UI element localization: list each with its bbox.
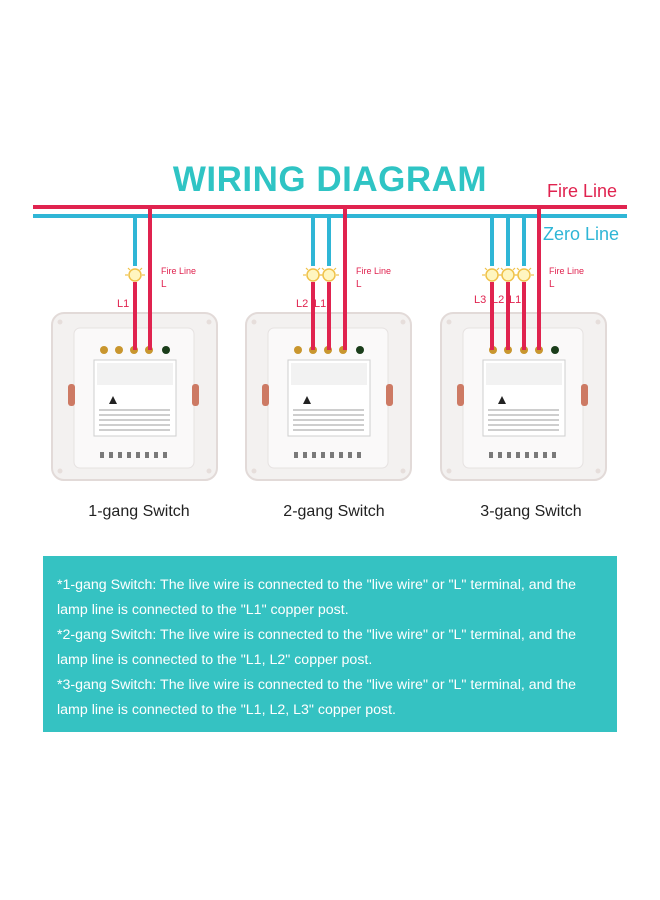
- lamp-ray: [496, 267, 500, 271]
- fire-line-tag: Fire Line: [356, 266, 391, 276]
- vent-slot: [534, 452, 538, 458]
- vent-slot: [357, 452, 361, 458]
- lamp-label: L1: [117, 298, 129, 310]
- vent-slot: [543, 452, 547, 458]
- lamp-ray: [127, 267, 131, 271]
- indicator-led: [551, 346, 559, 354]
- vent-slot: [303, 452, 307, 458]
- zero-line-label: Zero Line: [543, 224, 620, 244]
- indicator-led: [356, 346, 364, 354]
- mounting-slot: [262, 384, 269, 406]
- vent-slot: [498, 452, 502, 458]
- warning-icon: [498, 396, 506, 404]
- corner-screw: [57, 319, 63, 325]
- sticker-header: [291, 363, 367, 385]
- fire-line-label: Fire Line: [547, 181, 618, 201]
- corner-screw: [446, 319, 452, 325]
- diagram-title: WIRING DIAGRAM: [172, 160, 488, 199]
- vent-slot: [136, 452, 140, 458]
- vent-slot: [552, 452, 556, 458]
- lamp-icon: [322, 268, 336, 282]
- lamp-icon: [517, 268, 531, 282]
- lamp-icon: [306, 268, 320, 282]
- mounting-slot: [457, 384, 464, 406]
- lamp-ray: [321, 267, 325, 271]
- lamp-icon: [501, 268, 515, 282]
- caption-2-gang: 2-gang Switch: [283, 503, 385, 520]
- vent-slot: [100, 452, 104, 458]
- caption-3-gang: 3-gang Switch: [480, 503, 582, 520]
- terminal-post: [294, 346, 302, 354]
- terminal-post: [100, 346, 108, 354]
- corner-screw: [595, 468, 601, 474]
- corner-screw: [446, 468, 452, 474]
- terminal-post: [115, 346, 123, 354]
- vent-slot: [163, 452, 167, 458]
- lamp-ray: [305, 267, 309, 271]
- corner-screw: [595, 319, 601, 325]
- lamp-icon: [128, 268, 142, 282]
- fire-line-abbr: L: [161, 279, 167, 290]
- sticker-header: [97, 363, 173, 385]
- vent-slot: [145, 452, 149, 458]
- vent-slot: [127, 452, 131, 458]
- corner-screw: [57, 468, 63, 474]
- corner-screw: [400, 468, 406, 474]
- corner-screw: [206, 468, 212, 474]
- vent-slot: [525, 452, 529, 458]
- fire-line-tag: Fire Line: [161, 266, 196, 276]
- lamp-ray: [317, 267, 321, 271]
- vent-slot: [312, 452, 316, 458]
- fire-line-abbr: L: [356, 279, 362, 290]
- lamp-ray: [500, 267, 504, 271]
- vent-slot: [507, 452, 511, 458]
- corner-screw: [206, 319, 212, 325]
- vent-slot: [154, 452, 158, 458]
- lamp-ray: [139, 267, 143, 271]
- fire-line-abbr: L: [549, 279, 555, 290]
- vent-slot: [339, 452, 343, 458]
- corner-screw: [400, 319, 406, 325]
- vent-slot: [330, 452, 334, 458]
- lamp-ray: [512, 267, 516, 271]
- caption-1-gang: 1-gang Switch: [88, 503, 190, 520]
- lamp-label: L3: [474, 294, 486, 306]
- vent-slot: [321, 452, 325, 458]
- vent-slot: [118, 452, 122, 458]
- warning-icon: [303, 396, 311, 404]
- mounting-slot: [192, 384, 199, 406]
- mounting-slot: [386, 384, 393, 406]
- lamp-label: L1: [509, 294, 521, 306]
- note-1-gang: *1-gang Switch: The live wire is connect…: [57, 577, 577, 618]
- vent-slot: [516, 452, 520, 458]
- vent-slot: [294, 452, 298, 458]
- corner-screw: [251, 319, 257, 325]
- indicator-led: [162, 346, 170, 354]
- note-3-gang: *3-gang Switch: The live wire is connect…: [57, 677, 577, 718]
- note-2-gang: *2-gang Switch: The live wire is connect…: [57, 627, 577, 668]
- lamp-label: L1: [314, 298, 326, 310]
- vent-slot: [109, 452, 113, 458]
- lamp-label: L2: [296, 298, 308, 310]
- vent-slot: [348, 452, 352, 458]
- mounting-slot: [581, 384, 588, 406]
- vent-slot: [489, 452, 493, 458]
- warning-icon: [109, 396, 117, 404]
- corner-screw: [251, 468, 257, 474]
- instructions-panel: *1-gang Switch: The live wire is connect…: [43, 556, 617, 732]
- lamp-ray: [333, 267, 337, 271]
- mounting-slot: [68, 384, 75, 406]
- fire-line-tag: Fire Line: [549, 266, 584, 276]
- lamp-ray: [484, 267, 488, 271]
- sticker-header: [486, 363, 562, 385]
- lamp-ray: [516, 267, 520, 271]
- lamp-icon: [485, 268, 499, 282]
- lamp-ray: [528, 267, 532, 271]
- lamp-label: L2: [492, 294, 504, 306]
